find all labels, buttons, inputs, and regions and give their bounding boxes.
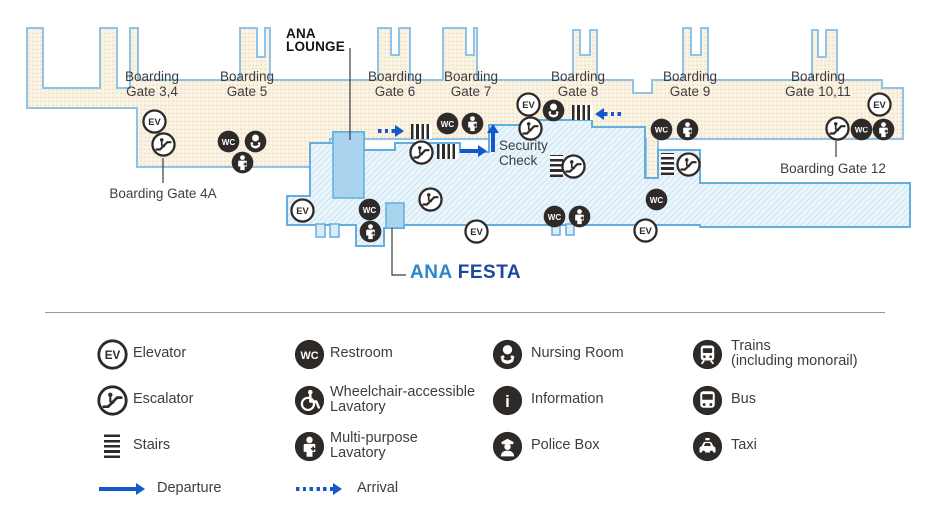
legend-label-departure-arrow: Departure bbox=[157, 481, 221, 497]
departure-arrow bbox=[460, 145, 487, 157]
multipurpose-icon bbox=[359, 220, 382, 243]
departure-arrow bbox=[99, 483, 145, 495]
svg-text:EV: EV bbox=[873, 99, 886, 109]
svg-text:WC: WC bbox=[654, 125, 668, 134]
escalator-icon bbox=[151, 132, 176, 157]
svg-text:WC: WC bbox=[547, 212, 561, 221]
svg-text:EV: EV bbox=[470, 226, 483, 236]
svg-text:WC: WC bbox=[854, 125, 868, 134]
stairs-icon bbox=[661, 153, 674, 175]
bus-icon bbox=[692, 385, 723, 416]
escalator-icon bbox=[561, 154, 586, 179]
svg-text:EV: EV bbox=[639, 225, 652, 235]
stairs-icon bbox=[411, 124, 432, 139]
gate-label-7: BoardingGate 7 bbox=[444, 70, 498, 99]
gate-label-5: BoardingGate 5 bbox=[220, 70, 274, 99]
svg-text:WC: WC bbox=[649, 195, 663, 204]
ana-lounge-room bbox=[333, 132, 364, 198]
elevator-icon: EV bbox=[142, 109, 167, 134]
legend-label-taxi: Taxi bbox=[731, 438, 757, 454]
security-check-label: SecurityCheck bbox=[499, 139, 548, 168]
svg-text:i: i bbox=[505, 392, 510, 411]
legend-label-multipurpose: Multi-purposeLavatory bbox=[330, 431, 418, 462]
stairs-icon bbox=[572, 105, 593, 120]
arrival-arrow bbox=[296, 483, 342, 495]
ana-festa-label: ANA FESTA bbox=[410, 266, 521, 281]
gate-label-8: BoardingGate 8 bbox=[551, 70, 605, 99]
escalator-icon bbox=[825, 116, 850, 141]
legend-label-restroom: Restroom bbox=[330, 346, 393, 362]
nursing-icon bbox=[542, 99, 565, 122]
map-legend: EV Elevator WC Restroom Nursing Room Trains(i… bbox=[0, 313, 930, 524]
elevator-icon: EV bbox=[516, 92, 541, 117]
elevator-icon: EV bbox=[633, 218, 658, 243]
multipurpose-icon bbox=[294, 431, 325, 462]
wheelchair-icon bbox=[294, 385, 325, 416]
information-icon: i bbox=[492, 385, 523, 416]
legend-label-elevator: Elevator bbox=[133, 346, 186, 362]
legend-label-escalator: Escalator bbox=[133, 392, 193, 408]
restroom-icon: WC bbox=[436, 112, 459, 135]
gate-label-3-4: BoardingGate 3,4 bbox=[125, 70, 179, 99]
multipurpose-icon bbox=[461, 112, 484, 135]
gate-label-10-11: BoardingGate 10,11 bbox=[785, 70, 851, 99]
svg-text:WC: WC bbox=[300, 349, 318, 361]
gate-label-9: BoardingGate 9 bbox=[663, 70, 717, 99]
restroom-icon: WC bbox=[358, 198, 381, 221]
restroom-icon: WC bbox=[850, 118, 873, 141]
restroom-icon: WC bbox=[645, 188, 668, 211]
restroom-icon: WC bbox=[543, 205, 566, 228]
svg-text:WC: WC bbox=[362, 205, 376, 214]
svg-text:EV: EV bbox=[148, 116, 161, 126]
escalator-icon bbox=[418, 187, 443, 212]
svg-text:EV: EV bbox=[104, 348, 120, 361]
police-icon bbox=[492, 431, 523, 462]
gate-12-label: Boarding Gate 12 bbox=[780, 162, 886, 177]
escalator-icon bbox=[409, 140, 434, 165]
svg-text:WC: WC bbox=[440, 119, 454, 128]
taxi-icon bbox=[692, 431, 723, 462]
elevator-icon: EV bbox=[97, 339, 128, 370]
terminal-floor-map: BoardingGate 3,4 BoardingGate 5 BoardingGa… bbox=[0, 0, 930, 310]
multipurpose-icon bbox=[568, 205, 591, 228]
legend-label-train: Trains(including monorail) bbox=[731, 339, 858, 370]
legend-label-wheelchair: Wheelchair-accessibleLavatory bbox=[330, 385, 475, 416]
elevator-icon: EV bbox=[290, 198, 315, 223]
arrival-arrow bbox=[595, 108, 621, 120]
gate-4a-label: Boarding Gate 4A bbox=[109, 187, 216, 202]
ana-lounge-label: ANALOUNGE bbox=[286, 28, 345, 53]
nursing-icon bbox=[492, 339, 523, 370]
stairs-icon bbox=[104, 434, 120, 458]
escalator-icon bbox=[518, 116, 543, 141]
gate-label-6: BoardingGate 6 bbox=[368, 70, 422, 99]
multipurpose-icon bbox=[676, 118, 699, 141]
restroom-icon: WC bbox=[294, 339, 325, 370]
legend-label-nursing: Nursing Room bbox=[531, 346, 624, 362]
escalator-icon bbox=[97, 385, 128, 416]
stairs-icon bbox=[437, 144, 458, 159]
svg-text:EV: EV bbox=[296, 205, 309, 215]
ana-festa-shop bbox=[386, 203, 404, 228]
legend-label-bus: Bus bbox=[731, 392, 756, 408]
legend-label-police: Police Box bbox=[531, 438, 600, 454]
elevator-icon: EV bbox=[867, 92, 892, 117]
nursing-icon bbox=[244, 130, 267, 153]
svg-text:WC: WC bbox=[221, 137, 235, 146]
arrival-arrow bbox=[378, 125, 404, 137]
restroom-icon: WC bbox=[650, 118, 673, 141]
legend-label-information: Information bbox=[531, 392, 604, 408]
elevator-icon: EV bbox=[464, 219, 489, 244]
legend-label-stairs: Stairs bbox=[133, 438, 170, 454]
train-icon bbox=[692, 339, 723, 370]
multipurpose-icon bbox=[231, 151, 254, 174]
restroom-icon: WC bbox=[217, 130, 240, 153]
legend-label-arrival-arrow: Arrival bbox=[357, 481, 398, 497]
escalator-icon bbox=[676, 152, 701, 177]
svg-text:EV: EV bbox=[522, 99, 535, 109]
multipurpose-icon bbox=[872, 118, 895, 141]
departure-arrow bbox=[487, 124, 499, 152]
